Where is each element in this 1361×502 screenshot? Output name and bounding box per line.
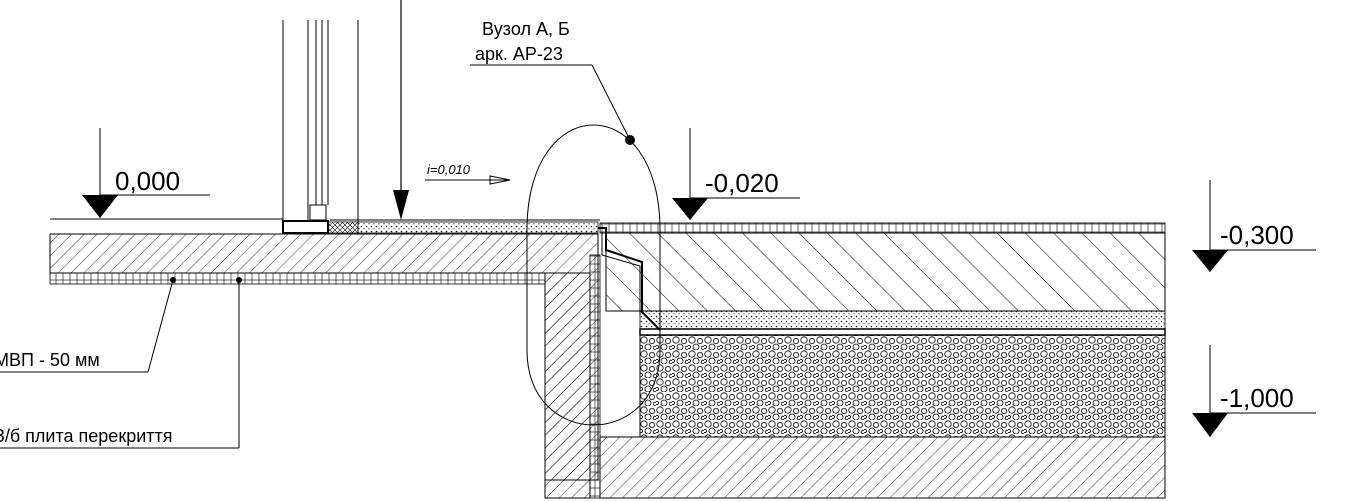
floor-finish xyxy=(50,218,600,234)
insulation-leader xyxy=(0,277,176,373)
insulation-label: МВП - 50 мм xyxy=(0,350,100,370)
level-step-label: -0,020 xyxy=(705,168,779,198)
level-floor-mark xyxy=(82,128,210,218)
level-base-mark xyxy=(1192,345,1316,437)
node-callout-line1: Вузол А, Б xyxy=(482,19,570,39)
door-frame xyxy=(282,20,359,222)
slope-label: i=0,010 xyxy=(427,162,471,177)
level-floor-label: 0,000 xyxy=(115,166,180,196)
insulation-layer xyxy=(49,272,546,285)
slab-leader xyxy=(0,277,242,449)
level-paving-mark xyxy=(1192,180,1316,272)
slab-label: З/б плита перекриття xyxy=(0,426,173,446)
node-leader xyxy=(470,64,635,145)
level-paving-label: -0,300 xyxy=(1220,220,1294,250)
slope-mark xyxy=(425,175,511,185)
node-callout-line2: арк. АР-23 xyxy=(475,44,563,64)
outdoor-paving xyxy=(599,222,1166,499)
level-step-mark xyxy=(672,128,800,220)
node-outline xyxy=(526,124,661,426)
level-base-label: -1,000 xyxy=(1220,383,1294,413)
pointer-arrow xyxy=(393,0,409,220)
